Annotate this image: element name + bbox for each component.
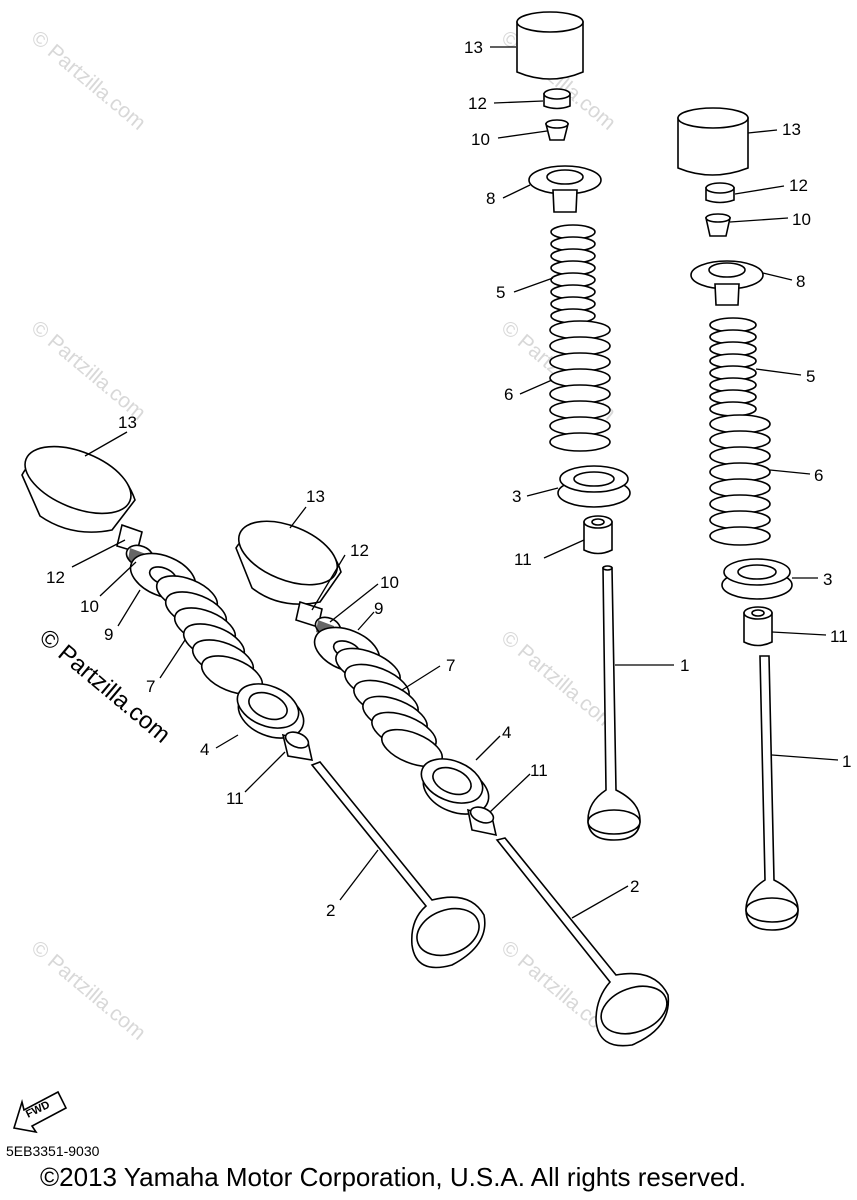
callout-label: 8 [486, 189, 495, 208]
spring [155, 575, 264, 695]
watermark: © Partzilla.com [27, 26, 150, 135]
callout-label: 9 [104, 625, 113, 644]
callout-label: 12 [46, 568, 65, 587]
callout-label: 8 [796, 272, 805, 291]
callout-label: 6 [504, 385, 513, 404]
callout-label: 1 [680, 656, 689, 675]
callout-label: 7 [446, 656, 455, 675]
callout-label: 9 [374, 599, 383, 618]
callout-label: 1 [842, 752, 851, 771]
fwd-arrow-icon: FWD [12, 1090, 68, 1134]
leader-lines [71, 46, 839, 919]
callout-label: 12 [468, 94, 487, 113]
callout-label: 11 [530, 761, 548, 780]
callout-label: 13 [464, 38, 483, 57]
callout-label: 13 [306, 487, 325, 506]
copyright-text: ©2013 Yamaha Motor Corporation, U.S.A. A… [40, 1162, 747, 1192]
valve-assembly-c [21, 445, 486, 969]
callout-label: 6 [814, 466, 823, 485]
valve-assembly-b [677, 107, 799, 931]
callout-label: 10 [792, 210, 811, 229]
callout-label: 3 [512, 487, 521, 506]
watermark: © Partzilla.com [27, 316, 150, 425]
callout-label: 11 [830, 627, 848, 646]
outer-spring [549, 320, 611, 452]
callout-label: 5 [806, 367, 815, 386]
callout-label: 12 [350, 541, 369, 560]
callout-label: 4 [502, 723, 511, 742]
callout-label: 2 [326, 901, 335, 920]
callout-label: 13 [118, 413, 137, 432]
callout-label: 12 [789, 176, 808, 195]
watermark: © Partzilla.com [497, 626, 620, 735]
valve-assembly-d [235, 520, 670, 1047]
callout-label: 10 [80, 597, 99, 616]
spring [335, 647, 443, 768]
callout-label: 10 [380, 573, 399, 592]
exploded-diagram: © Partzilla.com © Partzilla.com © Partzi… [12, 11, 851, 1134]
callout-label: 10 [471, 130, 490, 149]
diagram-code: 5EB3351-9030 [6, 1143, 100, 1159]
callout-label: 11 [514, 550, 532, 569]
callout-label: 5 [496, 283, 505, 302]
callout-labels: 13 12 10 8 5 6 3 11 1 13 12 10 8 5 6 3 1… [46, 38, 851, 920]
outer-spring [709, 414, 771, 546]
callout-label: 4 [200, 740, 209, 759]
inner-spring [550, 224, 596, 324]
watermark: © Partzilla.com [27, 936, 150, 1045]
valve-assembly-a [516, 11, 641, 841]
callout-label: 11 [226, 789, 244, 808]
callout-label: 7 [146, 677, 155, 696]
callout-label: 2 [630, 877, 639, 896]
inner-spring [709, 317, 757, 417]
callout-label: 3 [823, 570, 832, 589]
callout-label: 13 [782, 120, 801, 139]
